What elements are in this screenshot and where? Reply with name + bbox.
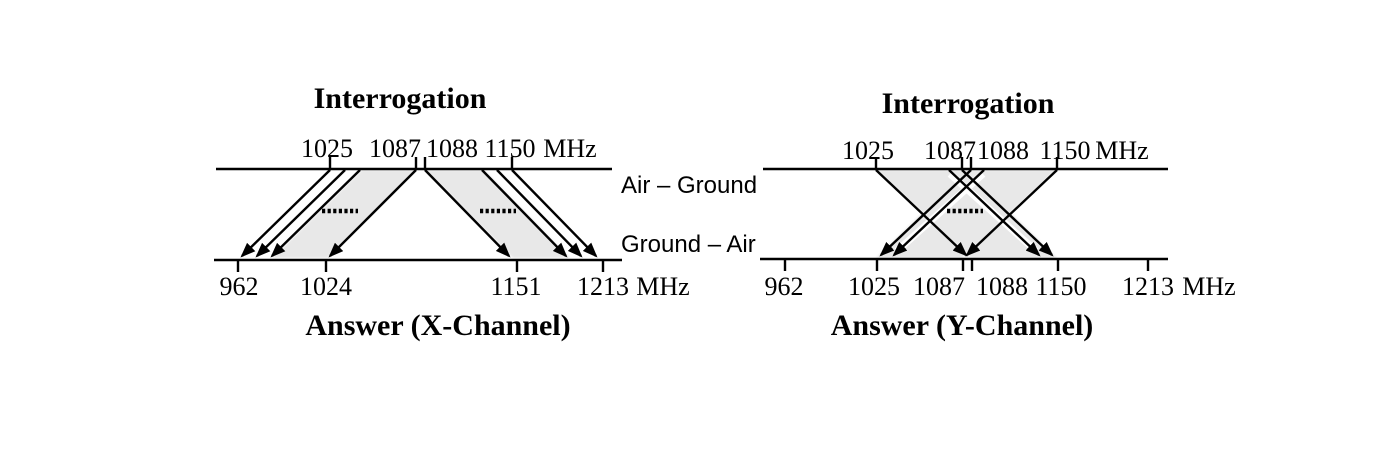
y-bottom-axis-label: 1213 bbox=[1122, 272, 1174, 301]
y-top-axis-ticks bbox=[874, 157, 1059, 169]
y-bottom-axis-label: 1150 bbox=[1035, 272, 1087, 301]
x-top-axis-ticks bbox=[328, 157, 514, 169]
mapping-arrow bbox=[948, 169, 1041, 257]
ground-air-label: Ground – Air bbox=[621, 231, 756, 258]
mapping-arrow bbox=[270, 169, 361, 258]
y-interrogation-title: Interrogation bbox=[881, 87, 1055, 120]
y-band-1025-to-1088-arrows bbox=[875, 169, 1054, 257]
y-top-axis-label: 1088 bbox=[977, 136, 1029, 165]
y-top-axis-label: 1150 bbox=[1039, 136, 1091, 165]
x-top-axis-label: 1087 bbox=[369, 134, 421, 163]
y-channel-diagram bbox=[760, 157, 1168, 271]
mapping-arrow bbox=[424, 169, 511, 258]
mapping-arrow bbox=[875, 169, 968, 257]
y-bottom-axis-label: 1025 bbox=[848, 272, 900, 301]
x-bottom-axis-label: 1024 bbox=[300, 272, 352, 301]
mapping-arrow bbox=[328, 169, 417, 258]
mapping-arrow bbox=[255, 169, 346, 258]
y-top-axis-label: 1025 bbox=[842, 136, 894, 165]
mapping-arrow bbox=[496, 169, 583, 258]
y-top-axis-label: 1087 bbox=[924, 136, 976, 165]
x-channel-diagram bbox=[214, 157, 622, 272]
y-downleft-band-shade bbox=[876, 170, 1057, 258]
mapping-arrow bbox=[511, 169, 598, 258]
mapping-arrow bbox=[240, 169, 331, 258]
y-band-1088-to-1025-arrows bbox=[879, 169, 1058, 257]
y-bottom-axis-ticks bbox=[783, 259, 1150, 271]
x-bottom-axis-label: 1213 bbox=[577, 272, 629, 301]
y-bottom-axis-label: 1087 bbox=[913, 272, 965, 301]
air-ground-label: Air – Ground bbox=[621, 172, 758, 199]
y-answer-title: Answer (Y-Channel) bbox=[830, 309, 1094, 342]
x-answer-title: Answer (X-Channel) bbox=[305, 309, 571, 342]
y-bottom-axis-label: 1088 bbox=[976, 272, 1028, 301]
y-bottom-axis-unit: MHz bbox=[1182, 272, 1236, 301]
mapping-arrow bbox=[961, 169, 1054, 257]
x-band-1088-to-1151-arrows bbox=[424, 169, 598, 258]
x-bottom-axis-label: 962 bbox=[219, 272, 259, 301]
mapping-arrow bbox=[481, 169, 568, 258]
x-top-axis-unit: MHz bbox=[543, 134, 597, 163]
x-bottom-axis-ticks bbox=[236, 260, 605, 272]
x-top-axis-label: 1025 bbox=[301, 134, 353, 163]
y-bottom-axis-label: 962 bbox=[764, 272, 804, 301]
x-left-band-shade bbox=[272, 170, 416, 258]
mapping-arrow bbox=[879, 169, 972, 257]
x-top-axis-label: 1088 bbox=[426, 134, 478, 163]
mapping-arrow bbox=[965, 169, 1058, 257]
x-right-band-shade bbox=[425, 170, 570, 258]
x-top-axis-label: 1150 bbox=[484, 134, 536, 163]
y-top-axis-unit: MHz bbox=[1095, 136, 1149, 165]
x-bottom-axis-label: 1151 bbox=[490, 272, 542, 301]
x-interrogation-title: Interrogation bbox=[313, 82, 487, 115]
mapping-arrow bbox=[892, 169, 985, 257]
x-bottom-axis-unit: MHz bbox=[636, 272, 690, 301]
x-band-1025-to-962-arrows bbox=[240, 169, 417, 258]
